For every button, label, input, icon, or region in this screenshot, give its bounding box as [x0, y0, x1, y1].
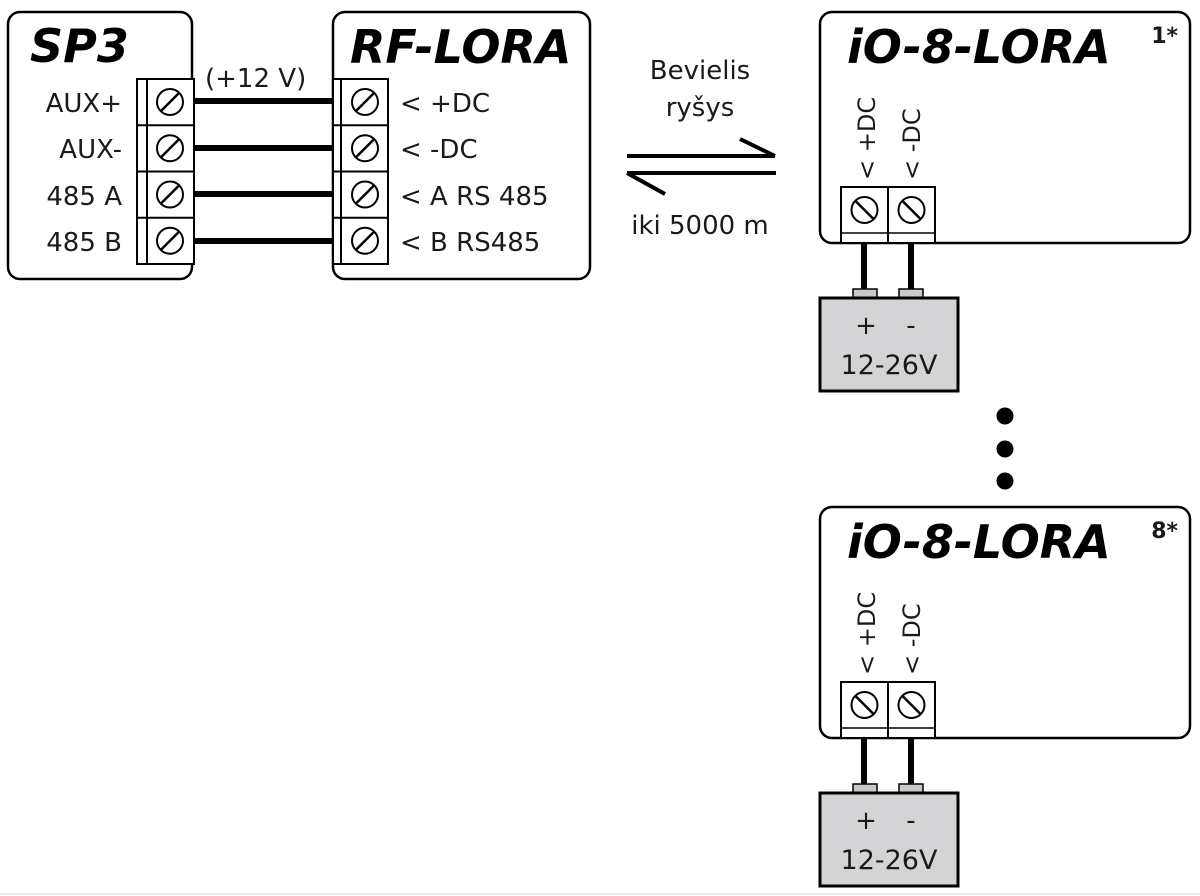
psu-1-box: [818, 296, 960, 393]
sp3-terminal-block: [136, 78, 195, 265]
io8-screw-terminal-icon: [897, 196, 926, 224]
io8-1-label-minus-dc: < -DC: [898, 108, 926, 180]
bidirectional-arrow-icon: [626, 137, 776, 196]
sp3-screw-terminal-icon: [156, 134, 184, 163]
io8-screw-terminal-icon: [850, 691, 879, 719]
io8-title-8: iO-8-LORA: [847, 515, 1111, 569]
io8-8-label-plus-dc: < +DC: [853, 592, 881, 675]
rf-lora-label-a-rs485: < A RS 485: [400, 182, 549, 212]
ellipsis-dots-icon: [996, 407, 1014, 490]
io8-box-8: [818, 505, 1192, 740]
io8-screw-terminal-icon: [897, 691, 926, 719]
rf-lora-screw-terminal-icon: [351, 226, 379, 255]
sp3-screw-terminal-icon: [156, 226, 184, 255]
rf-lora-terminal-block: [332, 78, 389, 265]
rs485-wiring: [194, 98, 333, 244]
psu-1-voltage: 12-26V: [841, 350, 938, 381]
io8-index-1: 1*: [1151, 24, 1178, 49]
io8-screw-terminal-icon: [850, 196, 879, 224]
psu-8-voltage: 12-26V: [841, 845, 938, 876]
rf-lora-label-b-rs485: < B RS485: [400, 228, 540, 258]
rf-lora-screw-terminal-icon: [351, 180, 379, 209]
sp3-title: SP3: [30, 19, 129, 73]
rf-lora-label-plus-dc: < +DC: [400, 89, 490, 119]
voltage-note: (+12 V): [205, 64, 306, 94]
psu-8: + - 12-26V: [818, 783, 960, 888]
rf-lora-label-minus-dc: < -DC: [400, 135, 478, 165]
io8-8-terminal-block: [840, 681, 936, 739]
psu-1-minus: -: [906, 311, 915, 341]
rf-lora-title: RF-LORA: [350, 20, 571, 74]
sp3-panel: SP3 AUX+ AUX- 485 A 485 B: [6, 10, 195, 281]
link-label-line1: Bevielis: [650, 56, 750, 86]
psu-8-plus: +: [855, 806, 877, 836]
io8-module-8: iO-8-LORA 8* < +DC < -DC + - 12-26V: [818, 505, 1192, 888]
sp3-label-aux-minus: AUX-: [59, 135, 122, 165]
io8-1-terminal-block: [840, 186, 936, 244]
sp3-screw-terminal-icon: [156, 180, 184, 209]
io8-module-1: iO-8-LORA 1* < +DC < -DC + - 12-26V: [818, 10, 1192, 393]
rf-lora-screw-terminal-icon: [351, 134, 379, 163]
link-label-line2: ryšys: [666, 93, 735, 123]
rf-lora-module: RF-LORA < +DC < -DC < A RS 485 < B RS485: [331, 10, 592, 281]
sp3-label-485a: 485 A: [46, 182, 122, 212]
psu-8-box: [818, 791, 960, 888]
wireless-link: Bevielis ryšys iki 5000 m: [626, 56, 776, 241]
psu-1: + - 12-26V: [818, 288, 960, 393]
io8-1-label-plus-dc: < +DC: [853, 97, 881, 180]
sp3-label-485b: 485 B: [46, 228, 122, 258]
sp3-screw-terminal-icon: [156, 88, 184, 116]
io8-8-label-minus-dc: < -DC: [898, 603, 926, 675]
psu-1-plus: +: [855, 311, 877, 341]
io8-box-1: [818, 10, 1192, 245]
sp3-label-aux-plus: AUX+: [46, 89, 122, 119]
io8-index-8: 8*: [1151, 519, 1178, 544]
psu-8-minus: -: [906, 806, 915, 836]
io8-title-1: iO-8-LORA: [847, 20, 1111, 74]
link-distance: iki 5000 m: [631, 211, 769, 241]
rf-lora-screw-terminal-icon: [351, 88, 379, 116]
